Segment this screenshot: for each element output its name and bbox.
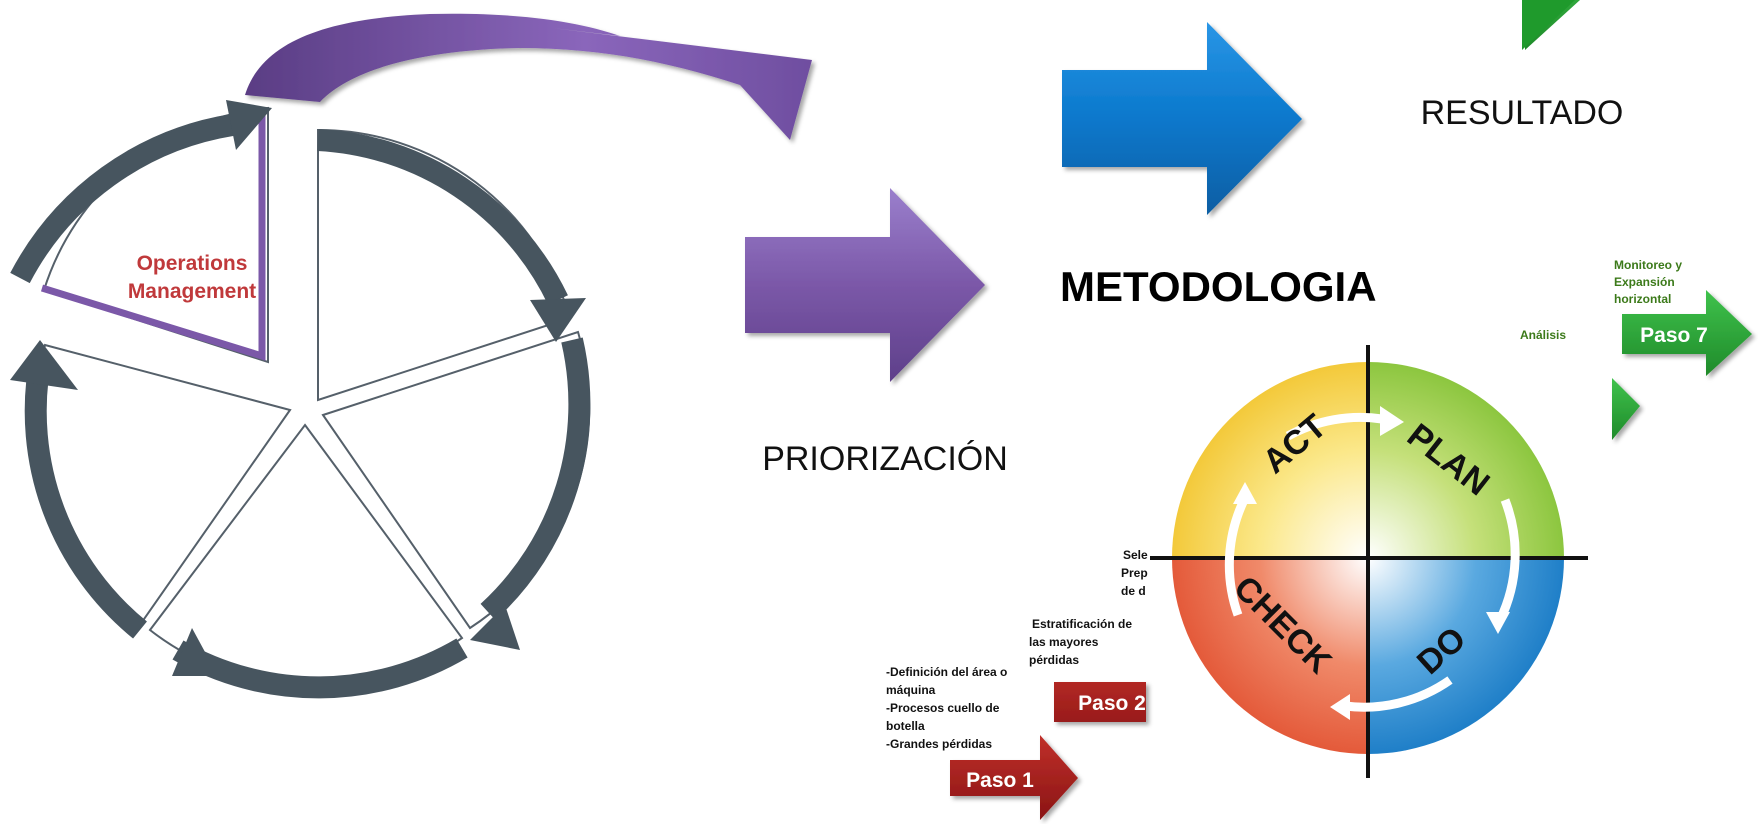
blue-arrow <box>1062 22 1302 215</box>
pdca-do-quadrant <box>1368 558 1564 754</box>
arrowhead-4 <box>172 628 218 676</box>
paso3-desc-line: Sele <box>1123 548 1148 562</box>
paso2-desc-line: las mayores <box>1029 635 1099 649</box>
cycle-arc-1 <box>10 114 234 284</box>
green-arrow-top <box>1380 0 1580 50</box>
pdca-check-quadrant <box>1172 558 1368 754</box>
priorizacion-label: PRIORIZACIÓN <box>762 440 1008 478</box>
pdca-plan-quadrant <box>1368 362 1564 558</box>
resultado-label: RESULTADO <box>1421 94 1624 132</box>
paso7-desc-line: horizontal <box>1614 292 1671 306</box>
purple-curved-arrow <box>245 13 812 141</box>
paso7-label: Paso 7 <box>1640 324 1708 347</box>
highlight-edge <box>40 112 266 361</box>
arrowhead-3 <box>470 605 520 650</box>
cycle-arc-2 <box>317 129 568 305</box>
paso7-desc-line: Monitoreo y <box>1614 258 1682 272</box>
pdca-wheel: ACT PLAN DO CHECK <box>1150 345 1588 778</box>
paso2-description: Estratificación de las mayores pérdidas <box>1029 617 1132 667</box>
paso1-desc-line: máquina <box>886 683 936 697</box>
paso2-desc-line: Estratificación de <box>1032 617 1132 631</box>
paso6-partial-label: Análisis <box>1520 328 1566 342</box>
paso1-desc-line: botella <box>886 719 925 733</box>
arrowhead-1 <box>226 100 272 150</box>
paso3-partial-description: Sele Prep de d <box>1121 548 1148 598</box>
paso6-partial-arrow <box>1612 378 1640 440</box>
paso1-description: -Definición del área o máquina -Procesos… <box>886 665 1007 751</box>
paso7-desc-line: Expansión <box>1614 275 1675 289</box>
pdca-inner-arrows <box>1224 412 1520 712</box>
arrowhead-5 <box>10 340 78 390</box>
paso7-arrow: Paso 7 <box>1622 290 1752 376</box>
cycle-arc-3 <box>480 337 591 621</box>
paso2-arrow: Paso 2 <box>1054 658 1146 746</box>
cycle-arc-4 <box>172 638 468 699</box>
pdca-inner-arrowheads <box>1233 406 1510 720</box>
paso1-desc-line: -Procesos cuello de <box>886 701 1000 715</box>
operations-cycle: Operations Management <box>10 100 591 699</box>
paso1-arrow: Paso 1 <box>950 735 1078 820</box>
paso1-desc-line: -Definición del área o <box>886 665 1007 679</box>
paso1-desc-line: -Grandes pérdidas <box>886 737 992 751</box>
pdca-act-quadrant <box>1172 362 1368 558</box>
paso7-description: Monitoreo y Expansión horizontal <box>1614 258 1682 306</box>
paso3-desc-line: de d <box>1121 584 1146 598</box>
paso2-label: Paso 2 <box>1078 692 1146 715</box>
purple-arrow <box>745 188 985 382</box>
cycle-arrowheads <box>10 100 586 676</box>
wedge-right <box>321 330 591 630</box>
cycle-arc-5 <box>24 360 147 639</box>
paso1-label: Paso 1 <box>966 769 1034 792</box>
paso2-desc-line: pérdidas <box>1029 653 1079 667</box>
paso3-desc-line: Prep <box>1121 566 1148 580</box>
arrowhead-2 <box>530 298 586 342</box>
metodologia-label: METODOLOGIA <box>1060 263 1377 310</box>
cycle-arrows <box>10 114 591 699</box>
ops-label-line1: Operations <box>137 252 248 275</box>
ops-label-line2: Management <box>128 280 256 303</box>
